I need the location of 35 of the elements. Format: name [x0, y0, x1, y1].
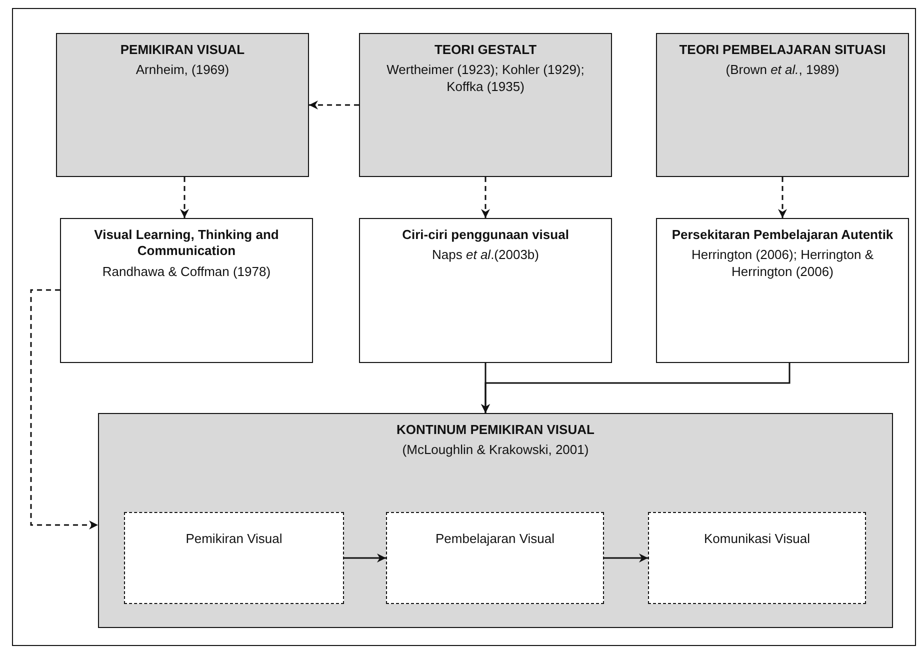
theory-box — [359, 33, 612, 177]
citation-text: Herrington (2006); Herrington & Herrington (2006) — [690, 247, 875, 280]
arrow — [604, 554, 648, 562]
theory-box — [656, 33, 909, 177]
framework-box — [98, 413, 893, 628]
theory-box — [656, 218, 909, 363]
citation-text: (Brown et al., 1989) — [724, 62, 840, 78]
theory-box — [56, 33, 309, 177]
box-heading: KONTINUM PEMIKIRAN VISUAL — [396, 422, 596, 438]
box-heading: Persekitaran Pembelajaran Autentik — [670, 227, 894, 244]
citation-text: Wertheimer (1923); Kohler (1929); Koffka (1935) — [386, 62, 586, 95]
theory-box — [359, 218, 612, 363]
box-heading: Visual Learning, Thinking and Communication — [93, 227, 280, 260]
citation-text: Arnheim, (1969) — [134, 62, 230, 78]
box-heading: TEORI PEMBELAJARAN SITUASI — [678, 42, 887, 58]
stage-box — [648, 512, 866, 604]
box-heading: PEMIKIRAN VISUAL — [119, 42, 246, 58]
box-heading: Pembelajaran Visual — [434, 531, 556, 548]
stage-box — [124, 512, 344, 604]
theory-box — [60, 218, 313, 363]
box-heading: Pemikiran Visual — [184, 531, 284, 548]
arrow — [180, 177, 189, 218]
box-heading: Ciri-ciri penggunaan visual — [401, 227, 570, 244]
arrow — [481, 363, 790, 413]
arrow — [481, 177, 490, 218]
citation-text: Randhawa & Coffman (1978) — [101, 264, 272, 280]
arrow — [778, 177, 787, 218]
box-heading: TEORI GESTALT — [433, 42, 538, 58]
citation-text: (McLoughlin & Krakowski, 2001) — [401, 442, 590, 458]
citation-text: Naps et al.(2003b) — [431, 247, 540, 264]
arrow — [309, 100, 359, 110]
box-heading: Komunikasi Visual — [703, 531, 811, 548]
arrow — [344, 554, 386, 562]
stage-box — [386, 512, 604, 604]
arrow — [30, 289, 98, 530]
